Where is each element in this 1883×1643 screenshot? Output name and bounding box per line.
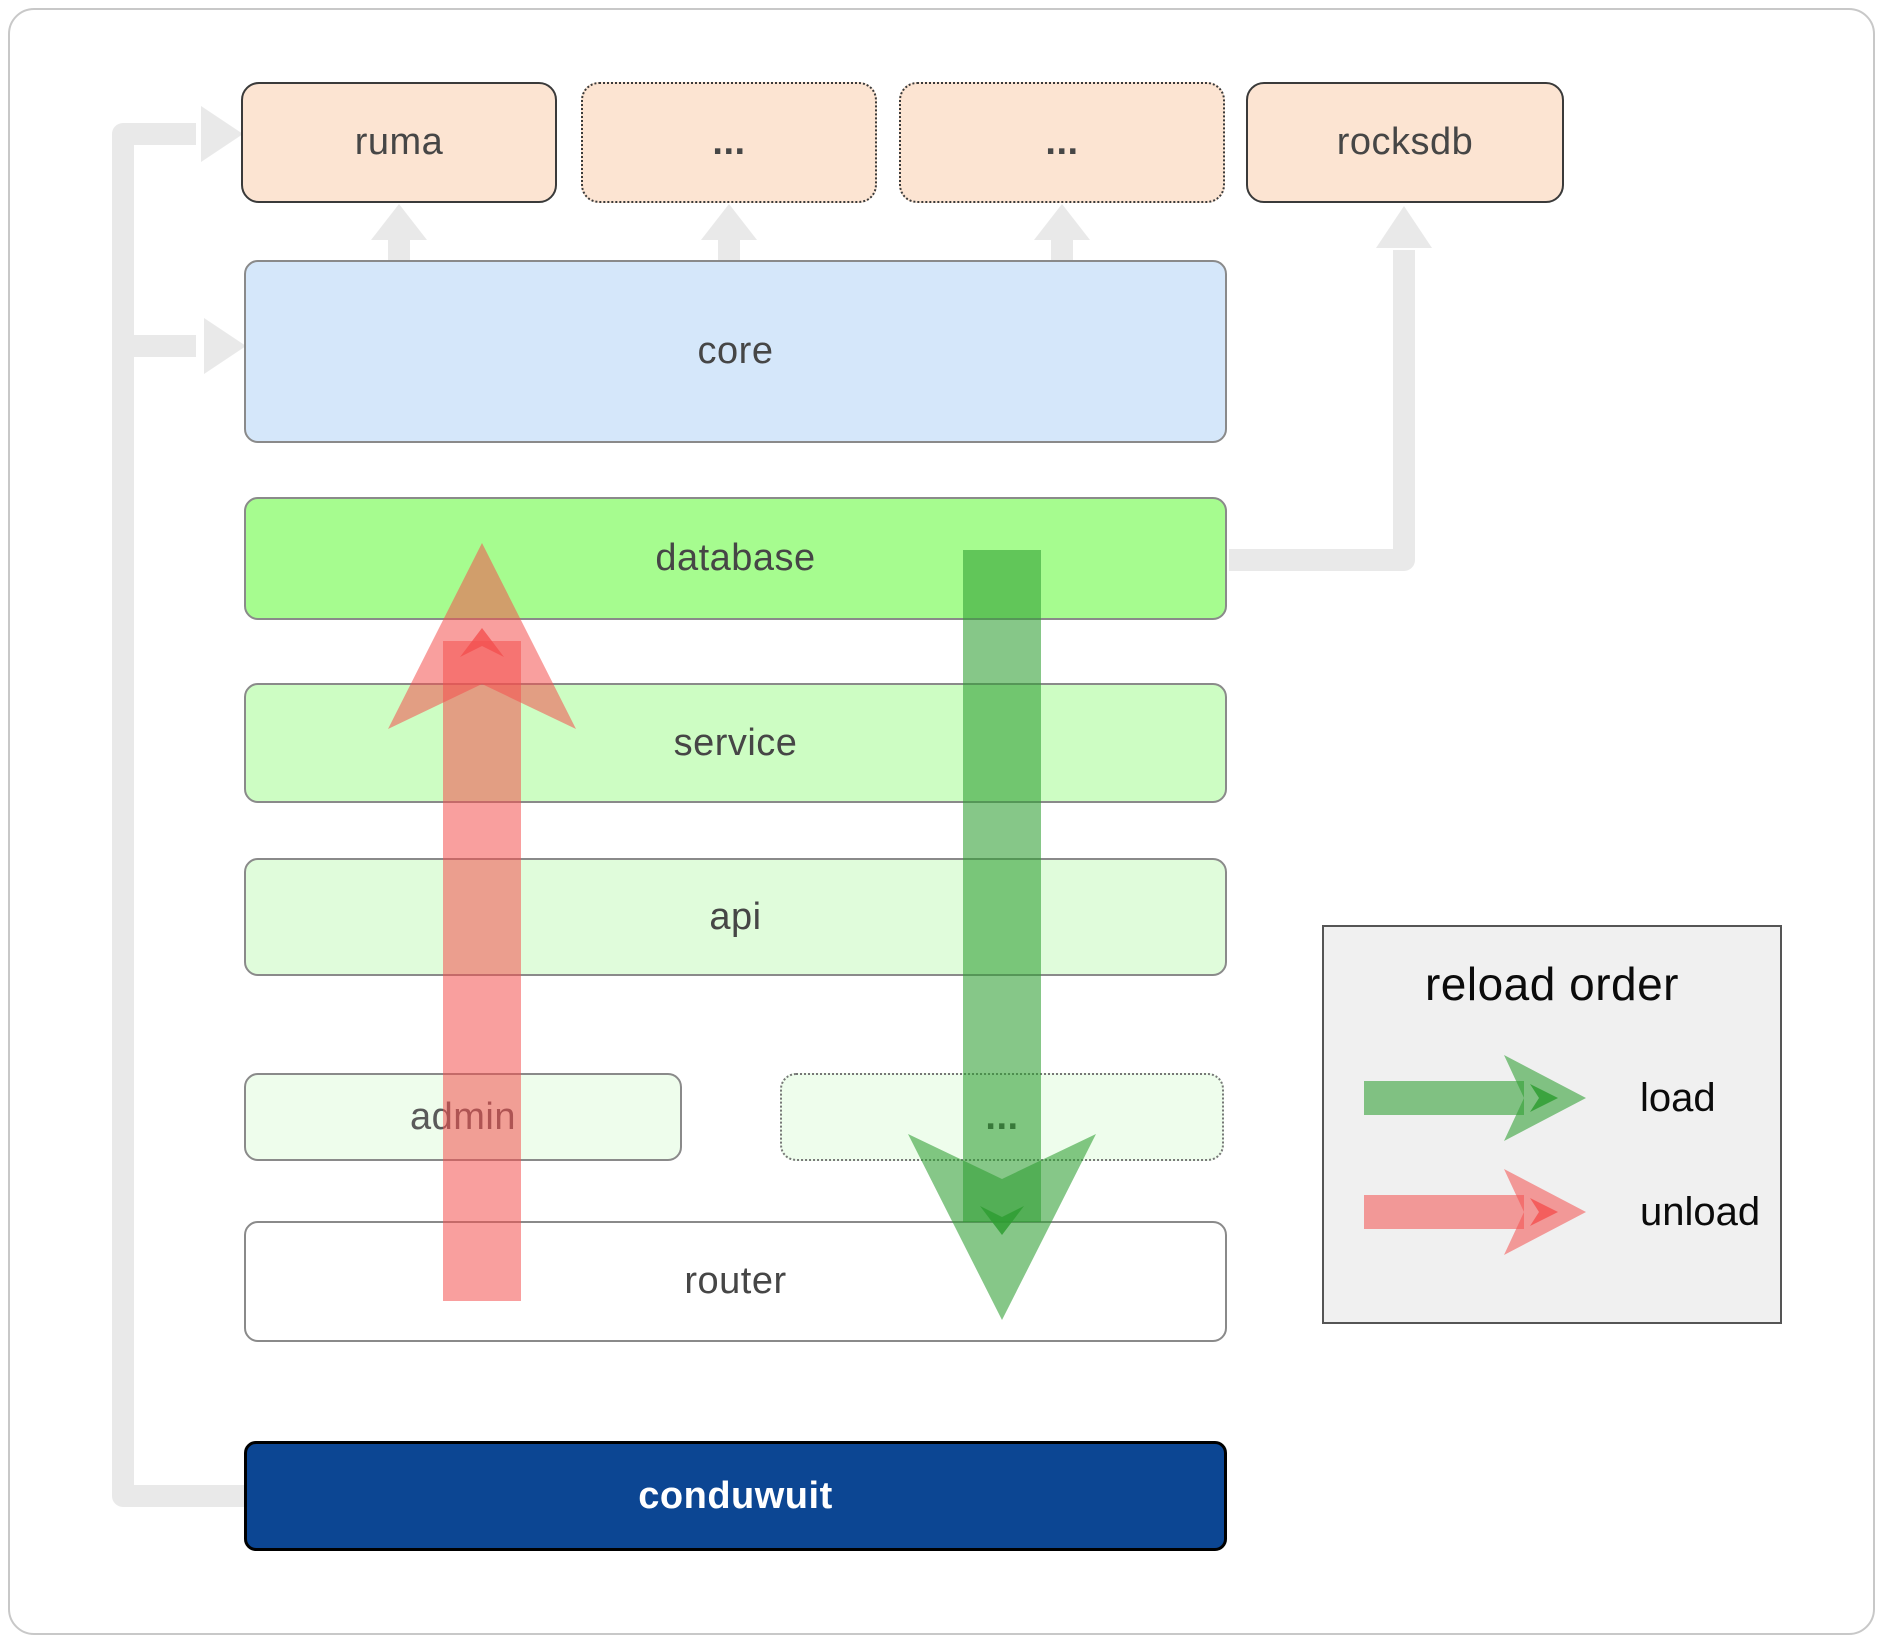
node-database-label: database: [655, 537, 816, 579]
legend-load-label: load: [1640, 1075, 1716, 1120]
node-database: database: [244, 497, 1227, 620]
node-ellipsis-1: ...: [581, 82, 877, 203]
node-conduwuit: conduwuit: [244, 1441, 1227, 1551]
node-core-label: core: [697, 330, 774, 372]
node-conduwuit-label: conduwuit: [638, 1474, 833, 1517]
node-admin-label: admin: [410, 1095, 516, 1138]
unload-arrow-legend-icon: [1364, 1169, 1586, 1255]
node-ellipsis-1-label: ...: [712, 121, 746, 163]
node-api-label: api: [709, 895, 762, 938]
node-admin: admin: [244, 1073, 682, 1161]
node-ellipsis-2-label: ...: [1045, 121, 1079, 163]
node-service: service: [244, 683, 1227, 803]
node-ellipsis-3-label: ...: [985, 1095, 1019, 1138]
legend-row-load: load: [1362, 1053, 1780, 1143]
node-ruma: ruma: [241, 82, 557, 203]
node-core: core: [244, 260, 1227, 443]
outer-frame: [8, 8, 1875, 1635]
node-router-label: router: [684, 1260, 787, 1302]
legend-title: reload order: [1424, 958, 1680, 1010]
node-ruma-label: ruma: [354, 121, 444, 163]
legend-row-unload: unload: [1362, 1167, 1780, 1257]
legend-unload-label: unload: [1640, 1189, 1761, 1234]
node-rocksdb-label: rocksdb: [1336, 121, 1474, 163]
node-rocksdb: rocksdb: [1246, 82, 1564, 203]
node-ellipsis-3: ...: [780, 1073, 1224, 1161]
node-ellipsis-2: ...: [899, 82, 1225, 203]
node-router: router: [244, 1221, 1227, 1342]
node-api: api: [244, 858, 1227, 976]
legend-box: reload order load unload: [1322, 925, 1782, 1324]
load-arrow-legend-icon: [1364, 1055, 1586, 1141]
node-service-label: service: [673, 721, 798, 764]
